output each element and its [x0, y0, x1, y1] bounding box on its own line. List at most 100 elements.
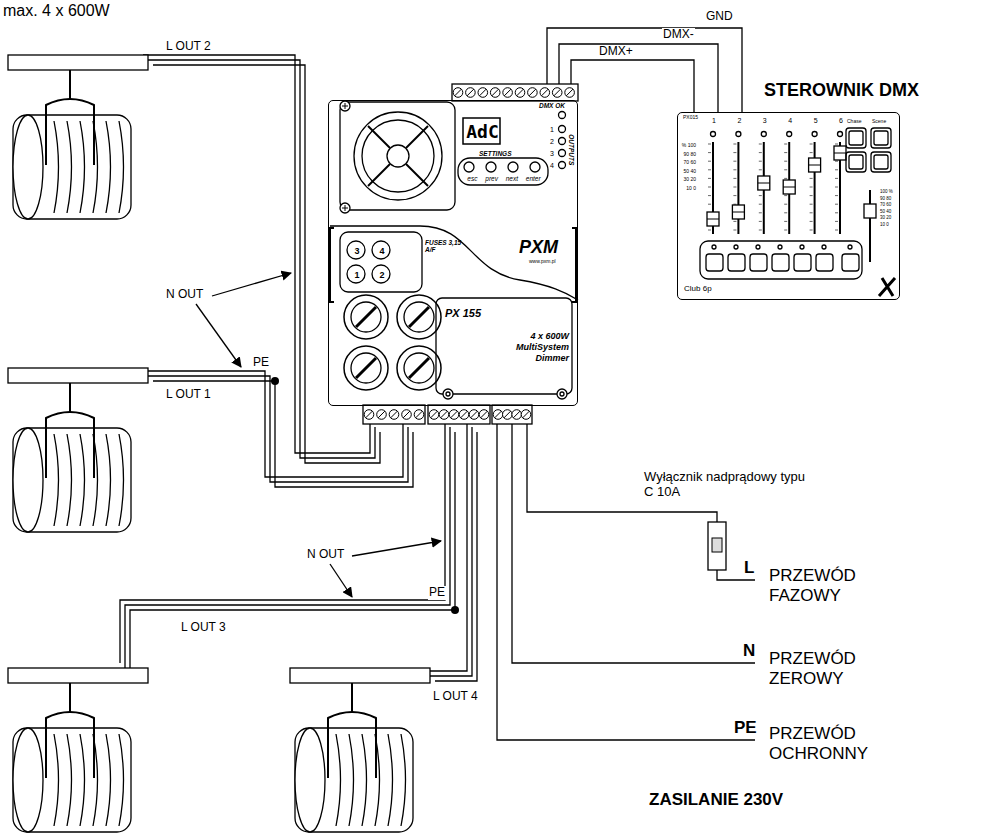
fuse-holder: [344, 295, 388, 339]
screw-slot: [566, 89, 573, 96]
fuse-slot: [409, 358, 429, 378]
label-panel: [436, 298, 572, 394]
terminal-screw: [503, 410, 513, 420]
function-button: [849, 155, 863, 169]
terminal-screw: [402, 410, 412, 420]
panel-screw: [560, 392, 564, 396]
lamp-rib: [119, 121, 124, 213]
wire-label: N OUT: [165, 288, 204, 302]
lamp-cable: [153, 381, 413, 487]
terminal-screw: [466, 88, 476, 98]
panel-text: 4: [550, 162, 554, 170]
terminal-screw: [540, 88, 550, 98]
fader-knob: [707, 212, 719, 226]
terminal-screw: [449, 410, 459, 420]
leader-arrow: [212, 273, 291, 296]
fan-spoke: [406, 164, 428, 186]
terminal-screw: [459, 410, 469, 420]
fader-tick: [835, 187, 838, 188]
button-led: [778, 245, 782, 249]
leader-arrow: [330, 564, 352, 597]
lamp-cable: [130, 432, 455, 673]
lamp-yoke: [328, 712, 376, 778]
wire-label: PRZEWÓD ZEROWY: [768, 649, 890, 689]
panel-text: 3: [348, 244, 366, 258]
fuse-circle: [372, 265, 390, 283]
device-heading: STEROWNIK DMX: [764, 80, 919, 101]
signal-name: GND: [705, 10, 734, 24]
lamp-rib: [106, 121, 111, 213]
button-led: [756, 245, 760, 249]
housing-bracket: [330, 228, 334, 302]
lamp-bar: [8, 668, 148, 683]
fader-knob: [758, 183, 770, 184]
lamp-cable: [153, 65, 380, 463]
button-led: [734, 245, 738, 249]
terminal-screw: [512, 410, 522, 420]
button-led: [848, 245, 852, 249]
wire-label: PE: [733, 718, 758, 738]
lamp-rib: [119, 434, 124, 526]
lamp-stem: [69, 683, 71, 713]
lamp-stem: [69, 70, 71, 100]
settings-frame: [458, 158, 548, 185]
panel-screw: [340, 101, 350, 111]
panel-text: Chase: [847, 119, 861, 125]
function-button: [874, 131, 888, 145]
fader-tick: [759, 230, 762, 231]
screw-slot: [541, 89, 548, 96]
channel-led: [812, 132, 817, 137]
screw-slot: [504, 411, 511, 418]
lamp-yoke: [46, 412, 94, 478]
circuit-breaker: [708, 522, 726, 570]
fader-track: [814, 142, 816, 234]
settings-button: [486, 162, 496, 172]
function-button: [849, 131, 863, 145]
fader-tick: [810, 152, 813, 153]
fader-tick: [708, 169, 711, 170]
panel-text: 1: [709, 117, 719, 125]
function-button: [846, 152, 866, 172]
screw-slot: [513, 411, 520, 418]
lamp-rib: [388, 734, 393, 826]
fuse-holder: [397, 346, 441, 390]
wire-label: ZASILANIE 230V: [648, 790, 784, 810]
master-track: [869, 190, 871, 262]
lamp-stem: [351, 683, 353, 713]
fader-tick: [810, 187, 813, 188]
terminal-screw: [414, 410, 424, 420]
terminal-strip: [363, 405, 425, 424]
fader-tick: [708, 204, 711, 205]
fader-knob: [783, 187, 795, 188]
panel-text: 4: [373, 244, 391, 258]
terminal-strip: [452, 84, 578, 101]
function-button: [846, 128, 866, 148]
leader-arrow: [196, 304, 241, 367]
lamp-cable: [435, 432, 477, 681]
dmx-controller: STEROWNIK DMXPX015123456ChaseScene% 100 …: [677, 112, 900, 300]
screw-slot: [467, 89, 474, 96]
screw-slot: [431, 411, 438, 418]
fader-tick: [810, 212, 813, 213]
wire-label: L OUT 2: [165, 40, 212, 54]
wire-label: L OUT 3: [180, 621, 227, 635]
panel-screw: [340, 203, 350, 213]
screw-slot: [517, 89, 524, 96]
panel-text: FUSES 3,15 A/F: [425, 239, 465, 254]
screw-slot: [441, 411, 448, 418]
display-window: [463, 118, 500, 144]
screw-slot: [416, 411, 423, 418]
fuse-holder: [351, 302, 381, 332]
button-led: [800, 245, 804, 249]
pe-dot: [271, 377, 279, 385]
fader-knob: [809, 165, 821, 166]
breaker-toggle: [712, 538, 722, 552]
panel-text: esc prev next enter: [459, 175, 549, 182]
fader-tick: [708, 161, 711, 162]
terminal-screw: [552, 88, 562, 98]
channel-led: [711, 132, 716, 137]
dmx-wire: [559, 44, 718, 112]
output-led: [559, 150, 566, 157]
lamp-drum: [13, 428, 131, 532]
